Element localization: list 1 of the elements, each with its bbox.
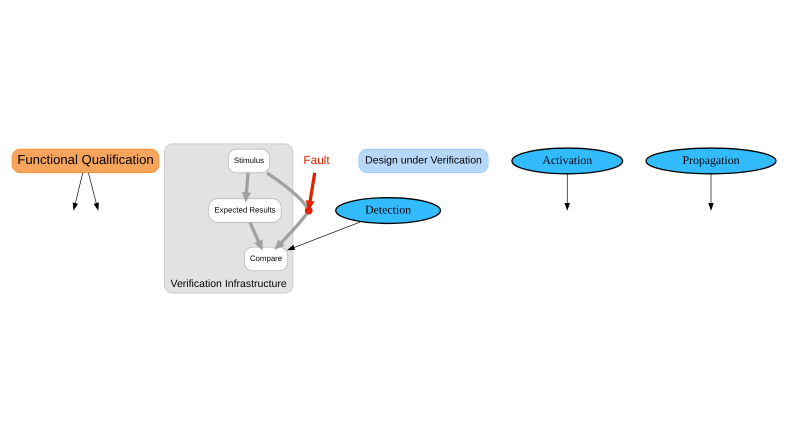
node-text: Fault [303,152,330,167]
